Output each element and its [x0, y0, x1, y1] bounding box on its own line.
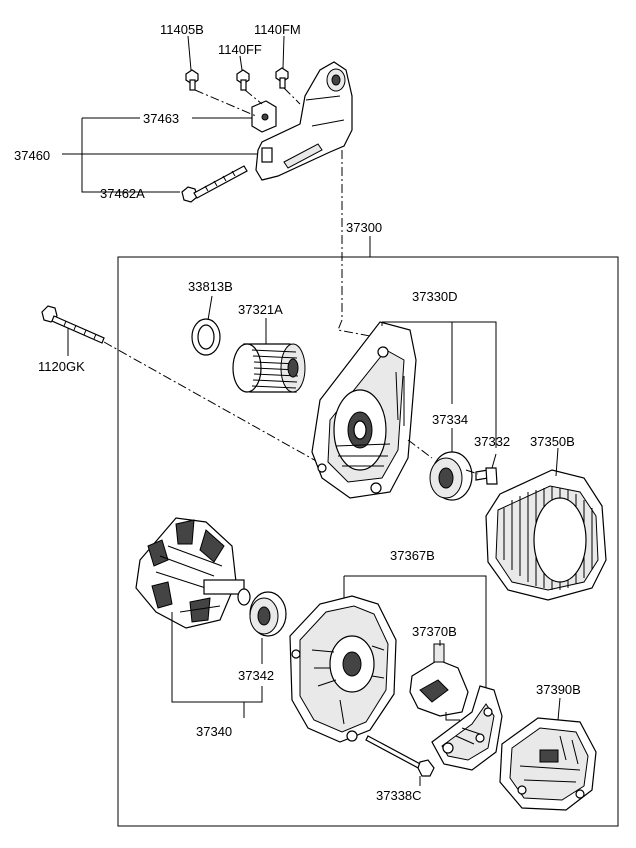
bolt-11405b [185, 69, 199, 91]
label-37334: 37334 [432, 412, 468, 427]
nut-37463 [251, 100, 277, 133]
label-1140ff: 1140FF [218, 42, 262, 57]
label-37462a: 37462A [100, 186, 145, 201]
bearing-37342 [249, 591, 287, 637]
assembly-frame [117, 256, 619, 827]
label-37390b: 37390B [536, 682, 581, 697]
spacer-ring-33813b [191, 318, 221, 356]
label-37340: 37340 [196, 724, 232, 739]
label-37342: 37342 [238, 668, 274, 683]
label-11405b: 11405B [160, 22, 204, 37]
bearing-37334 [429, 451, 473, 501]
label-37338c: 37338C [376, 788, 422, 803]
bolt-1120gk [41, 305, 105, 344]
through-bolt-37338c [365, 735, 435, 777]
label-37460: 37460 [14, 148, 50, 163]
bolt-1140ff [236, 69, 250, 91]
bolt-1140fm [275, 67, 289, 89]
mounting-bracket [255, 61, 353, 181]
rear-housing-37367b [289, 595, 397, 743]
label-33813b: 33813B [188, 279, 233, 294]
label-37463: 37463 [143, 111, 179, 126]
label-37350b: 37350B [530, 434, 575, 449]
label-37321a: 37321A [238, 302, 283, 317]
stator-37350b [485, 469, 607, 601]
rear-cover-37390b [499, 717, 597, 811]
label-37370b: 37370B [412, 624, 457, 639]
regulator-37370b [409, 643, 469, 721]
rectifier-assembly [431, 685, 503, 771]
front-housing-37330d [311, 321, 417, 499]
label-37367b: 37367B [390, 548, 435, 563]
screw-37332 [475, 467, 498, 485]
label-1120gk: 1120GK [38, 359, 85, 374]
label-37332: 37332 [474, 434, 510, 449]
long-bolt-37462a [181, 165, 248, 203]
pulley-37321a [232, 343, 306, 393]
label-37330d: 37330D [412, 289, 458, 304]
label-37300: 37300 [346, 220, 382, 235]
rotor-37340 [135, 517, 251, 629]
label-1140fm: 1140FM [254, 22, 301, 37]
